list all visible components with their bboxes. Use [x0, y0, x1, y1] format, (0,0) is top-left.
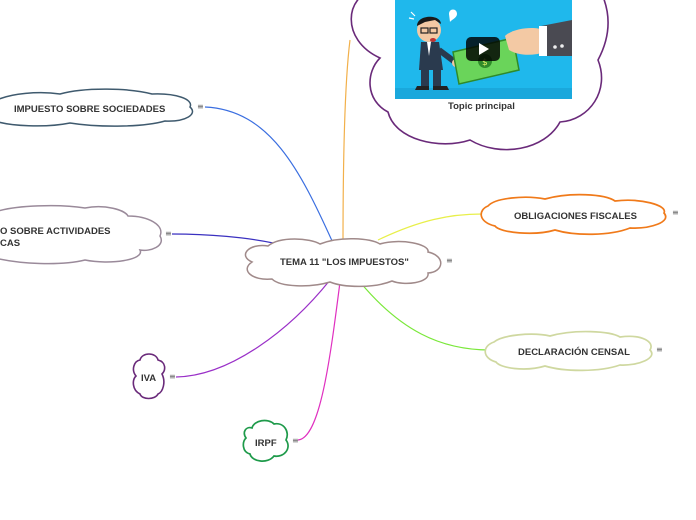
- connector-obligaciones: [377, 213, 483, 241]
- sociedades-cloud[interactable]: [0, 88, 194, 127]
- node-irpf-label: IRPF: [255, 438, 277, 449]
- connector-topic: [342, 39, 351, 246]
- topic-caption: Topic principal: [448, 101, 515, 112]
- actividades-menu-icon[interactable]: ≡: [165, 229, 172, 238]
- central-topic-label: TEMA 11 "LOS IMPUESTOS": [280, 257, 409, 268]
- play-button[interactable]: [466, 37, 500, 61]
- node-iva-label: IVA: [141, 373, 157, 384]
- central-cloud[interactable]: [244, 238, 442, 288]
- censal-cloud[interactable]: [484, 330, 653, 372]
- irpf-menu-icon[interactable]: ≡: [292, 436, 299, 445]
- actividades-cloud[interactable]: [0, 204, 163, 265]
- iva-menu-icon[interactable]: ≡: [169, 372, 176, 381]
- sociedades-menu-icon[interactable]: ≡: [197, 102, 204, 111]
- irpf-cloud[interactable]: [242, 419, 289, 462]
- obligaciones-cloud[interactable]: [480, 193, 667, 236]
- central-menu-icon[interactable]: ≡: [446, 256, 453, 265]
- connector-iva: [175, 279, 331, 378]
- connector-censal: [359, 281, 491, 351]
- obligaciones-menu-icon[interactable]: ≡: [672, 208, 679, 217]
- node-actividades-label-line2: CAS: [0, 238, 21, 249]
- censal-menu-icon[interactable]: ≡: [656, 345, 663, 354]
- connector-sociedades: [204, 106, 334, 244]
- svg-text:$: $: [482, 58, 488, 68]
- iva-cloud[interactable]: [132, 353, 166, 400]
- node-actividades-label: O SOBRE ACTIVIDADES: [0, 226, 111, 237]
- node-censal-label: DECLARACIÓN CENSAL: [518, 347, 630, 358]
- connector-irpf: [297, 281, 341, 441]
- node-sociedades-label: IMPUESTO SOBRE SOCIEDADES: [14, 104, 166, 115]
- node-obligaciones-label: OBLIGACIONES FISCALES: [514, 211, 637, 222]
